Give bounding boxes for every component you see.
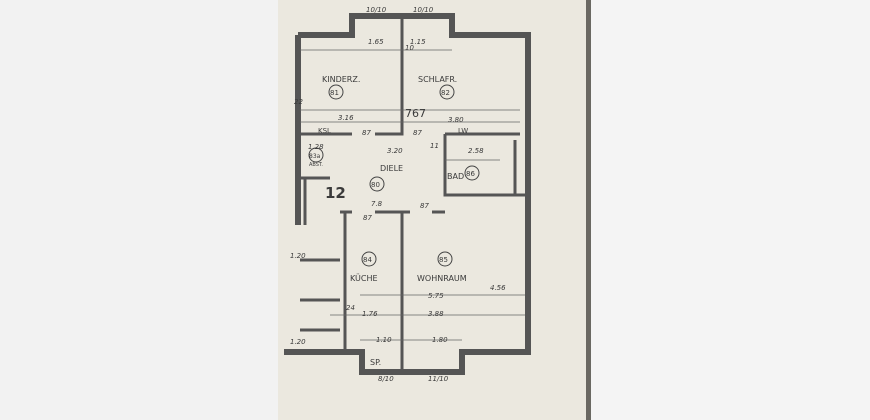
dimension-label: 1.15 <box>410 38 426 46</box>
walls <box>284 13 531 375</box>
room-number-81: 81 <box>330 89 339 97</box>
dimension-label: 10/10 <box>366 6 387 14</box>
dimension-label: 11/10 <box>428 375 449 383</box>
dimension-label: 1.65 <box>368 38 384 46</box>
dimension-label: 1.10 <box>376 336 392 344</box>
dimension-label: 87 <box>363 214 372 222</box>
dimension-label: 7.8 <box>371 200 383 208</box>
dimension-lines <box>300 49 525 341</box>
dimension-label: 8/10 <box>378 375 394 383</box>
room-labels: KINDERZ. 81 SCHLAFR. 82 ABST. 83a DIELE … <box>308 75 480 367</box>
room-number-86: 86 <box>466 170 475 178</box>
dimension-label: 24 <box>346 304 355 312</box>
room-label-sp: SP. <box>370 358 381 367</box>
dimension-label: 1.76 <box>362 310 378 318</box>
dimension-label: 10/10 <box>413 6 434 14</box>
room-label-wohnraum: WOHNRAUM <box>417 274 467 283</box>
background-right <box>591 0 870 420</box>
dimension-label: 2.58 <box>468 147 484 155</box>
dimension-label: 11 <box>430 142 439 150</box>
dimension-label: 87 <box>413 129 422 137</box>
dimension-label: 4.56 <box>490 284 506 292</box>
room-label-abst: ABST. <box>309 162 323 168</box>
label-ksl: KSL <box>318 127 331 135</box>
dimension-label: 5.75 <box>428 292 444 300</box>
dimension-label: 3.16 <box>338 114 354 122</box>
label-stair-12: 12 <box>325 184 346 202</box>
room-number-80: 80 <box>371 181 380 189</box>
dimension-label: 3.88 <box>428 310 444 318</box>
room-number-83a: 83a <box>309 153 321 160</box>
dimension-label: 3.80 <box>448 116 464 124</box>
dimension-label: 3.20 <box>387 147 403 155</box>
label-area: 767 <box>405 107 426 120</box>
dimension-label: 87 <box>420 202 429 210</box>
dimension-label: 87 <box>362 129 371 137</box>
dimension-label: 1.28 <box>308 143 324 151</box>
room-number-85: 85 <box>439 256 448 264</box>
paper-edge <box>586 0 591 420</box>
dimension-label: 1.20 <box>290 338 306 346</box>
label-lw: LW <box>458 127 468 135</box>
dimension-label: 1.80 <box>432 336 448 344</box>
room-number-84: 84 <box>363 256 372 264</box>
dimension-label: 1.20 <box>290 252 306 260</box>
room-label-kueche: KÜCHE <box>350 273 378 283</box>
room-label-diele: DIELE <box>380 164 403 173</box>
room-label-schlafr: SCHLAFR. <box>418 75 457 84</box>
room-label-bad: BAD <box>447 172 464 181</box>
dimension-label: 10 <box>405 44 414 52</box>
room-number-82: 82 <box>441 89 450 97</box>
dimension-label: 22 <box>294 98 303 106</box>
room-label-kinderz: KINDERZ. <box>322 75 360 84</box>
